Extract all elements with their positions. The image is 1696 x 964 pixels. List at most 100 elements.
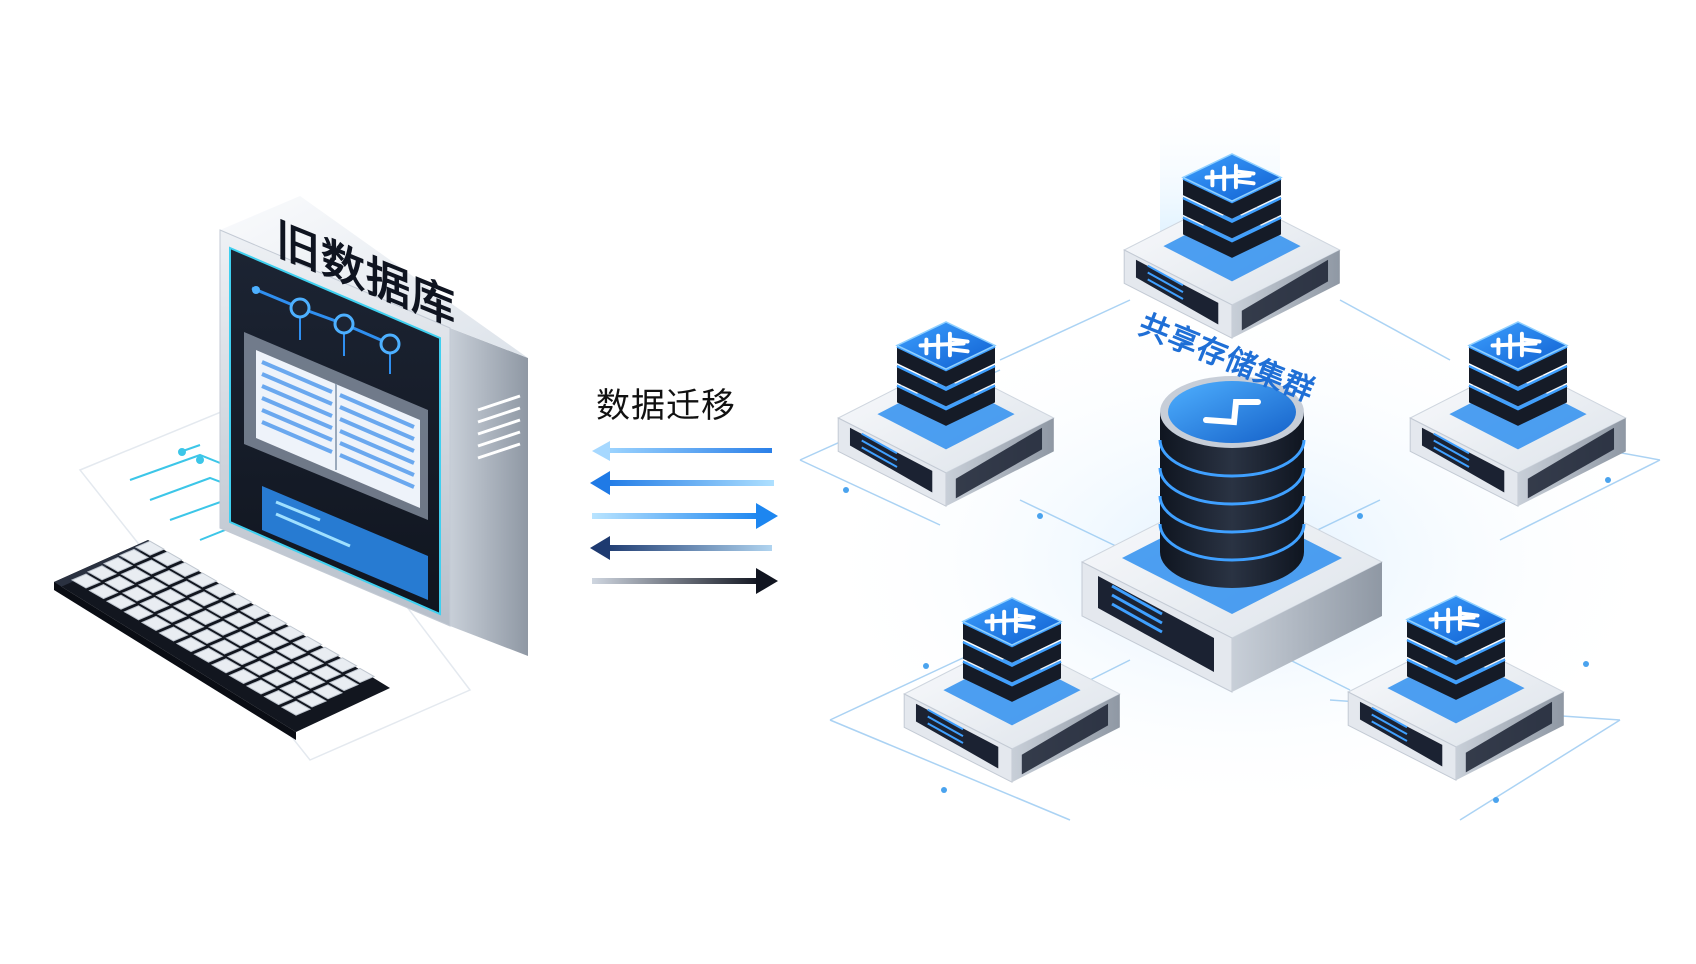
keyboard-key xyxy=(191,628,223,644)
node-disk-layer xyxy=(1407,639,1505,681)
keyboard-key xyxy=(328,676,360,692)
arrow-4 xyxy=(590,536,772,560)
node-logo-icon xyxy=(984,607,1036,636)
node-disk-glow xyxy=(962,621,1062,648)
keyboard-key xyxy=(277,663,309,679)
keyboard-key xyxy=(171,580,202,596)
keyboard-key xyxy=(206,601,237,617)
node-front-panel xyxy=(915,703,999,769)
node-disk-layer xyxy=(1183,197,1281,239)
keyboard-key xyxy=(121,586,153,602)
node-panel-light xyxy=(861,439,898,461)
node-side-panel xyxy=(1241,259,1329,331)
storage-node-bottom-right xyxy=(1347,595,1565,782)
keyboard-key xyxy=(70,573,102,589)
keyboard-key xyxy=(153,570,185,586)
keyboard-key xyxy=(88,584,119,600)
keyboard-key xyxy=(280,700,312,716)
node-disk-glow xyxy=(1406,619,1506,646)
keyboard-key xyxy=(158,626,189,642)
shared-storage-cluster xyxy=(799,96,1670,821)
keyboard-key xyxy=(118,548,150,564)
keyboard-key xyxy=(327,657,358,673)
keyboard-key xyxy=(175,637,207,653)
keyboard-key xyxy=(274,625,306,641)
keyboard-key xyxy=(239,604,271,620)
keyboard-key xyxy=(137,578,169,594)
keyboard-key xyxy=(244,660,275,676)
keyboard-key xyxy=(245,679,277,695)
screen-status-lines xyxy=(275,500,351,548)
keyboard-key xyxy=(228,668,259,684)
node-side-panel xyxy=(1021,703,1109,775)
central-cylinder-ring xyxy=(1158,439,1306,478)
node-logo-icon xyxy=(1490,331,1542,360)
node-disk-glow xyxy=(962,640,1062,667)
keyboard-key xyxy=(156,607,188,623)
node-disk-glow xyxy=(1468,384,1568,411)
keyboard-key xyxy=(257,614,288,630)
keyboard-key xyxy=(242,641,274,657)
node-disk-glow xyxy=(1182,216,1282,243)
node-panel-light xyxy=(1147,264,1184,287)
keyboard-key xyxy=(139,597,170,613)
node-panel-light xyxy=(927,722,964,744)
storage-node-right xyxy=(1409,321,1627,508)
node-side-panel xyxy=(1465,701,1553,773)
node-panel-light xyxy=(1433,439,1470,461)
node-disk-glow xyxy=(1406,658,1506,685)
node-panel-light xyxy=(1433,432,1470,455)
keyboard-key xyxy=(222,593,253,609)
central-panel-light xyxy=(1111,602,1163,634)
keyboard-key xyxy=(152,551,183,567)
storage-nodes xyxy=(837,153,1627,784)
keyboard-key xyxy=(312,684,344,700)
keyboard-key xyxy=(209,639,240,655)
central-cylinder-ring xyxy=(1158,467,1306,506)
keyboard-key xyxy=(296,692,328,708)
screen-network-nodes xyxy=(251,286,401,374)
node-panel-light xyxy=(1371,713,1408,735)
node-side-panel xyxy=(1527,427,1615,499)
keyboard-key xyxy=(104,575,135,591)
node-panel-light xyxy=(861,432,898,455)
node-disk-layer xyxy=(963,641,1061,683)
node-disk-layer xyxy=(1183,216,1281,258)
keyboard-key xyxy=(123,605,154,621)
node-disk-layer xyxy=(1469,365,1567,407)
node-disk-glow xyxy=(896,345,996,372)
keyboard-key xyxy=(120,567,151,583)
node-panel-light xyxy=(1371,720,1408,742)
keyboard-key xyxy=(134,540,166,556)
migration-label: 数据迁移 xyxy=(596,386,736,426)
migration-arrows xyxy=(590,441,778,594)
node-logo-icon xyxy=(1428,605,1480,634)
vent-slots xyxy=(477,394,521,460)
central-front-panel xyxy=(1098,576,1214,672)
node-disk-layer xyxy=(1183,177,1281,219)
arrow-3 xyxy=(592,503,778,529)
node-disk-layer xyxy=(897,345,995,387)
node-disk-layer xyxy=(897,384,995,426)
arrow-2 xyxy=(590,471,774,495)
monitor-side xyxy=(450,328,528,656)
keyboard-key xyxy=(207,620,239,636)
keyboard-key xyxy=(172,599,204,615)
storage-node-bottom-left xyxy=(903,597,1121,784)
arrow-1 xyxy=(592,441,772,461)
central-panel-light xyxy=(1111,584,1163,616)
central-cylinder-body xyxy=(1160,412,1304,588)
storage-node-top xyxy=(1123,153,1341,340)
node-panel-light xyxy=(1147,271,1184,293)
keyboard-key xyxy=(223,612,255,628)
central-base-right xyxy=(1232,562,1382,692)
keyboard-key xyxy=(169,561,201,577)
node-disk-glow xyxy=(1468,345,1568,372)
keyboard-key xyxy=(225,631,256,647)
keyboard-key xyxy=(155,588,186,604)
keyboard-key xyxy=(292,636,323,652)
node-disk-glow xyxy=(1468,364,1568,391)
keyboard-key xyxy=(293,654,325,670)
keyboard-key xyxy=(276,644,307,660)
